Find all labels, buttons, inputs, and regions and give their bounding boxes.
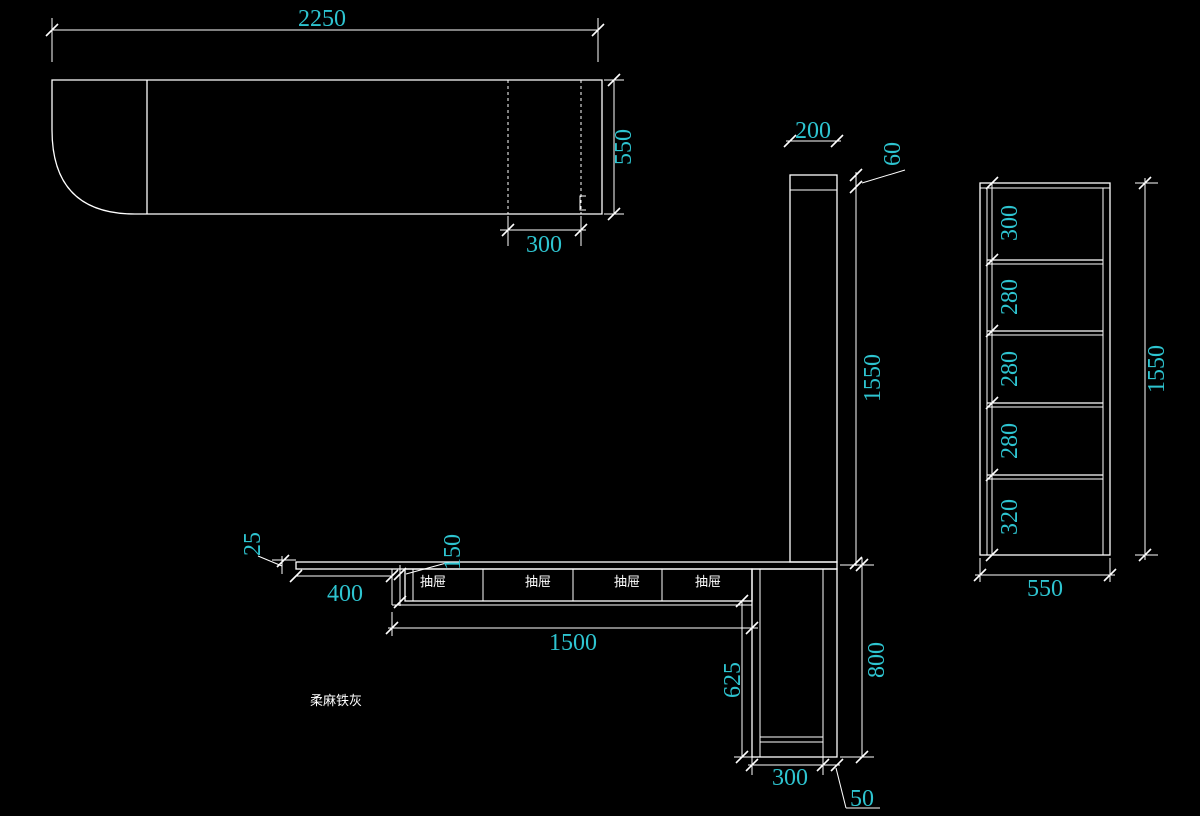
dim-label-300-plan: 300 — [526, 232, 562, 258]
drawer-label: 抽屉 — [525, 575, 551, 590]
dim-60: 60 — [849, 142, 906, 194]
shelf-dim-label: 280 — [997, 279, 1023, 315]
dim-25: 25 — [240, 532, 296, 574]
material-note: 柔麻铁灰 — [310, 694, 362, 709]
dim-label-1500: 1500 — [549, 630, 597, 656]
dim-625: 625 — [720, 594, 752, 764]
dim-1550-side: 1550 — [1135, 176, 1170, 562]
desk-top — [295, 561, 838, 570]
drawer-label: 抽屉 — [614, 575, 640, 590]
drawer-label: 抽屉 — [695, 575, 721, 590]
dim-label-1550-side: 1550 — [1144, 345, 1170, 393]
shelf-dim-label: 320 — [997, 499, 1023, 535]
dim-label-50: 50 — [850, 786, 874, 812]
dim-300-plan: 300 — [500, 216, 588, 258]
dim-1550-front: 1550 — [849, 190, 886, 570]
dim-label-1550-front: 1550 — [860, 354, 886, 402]
plan-outline — [51, 79, 603, 215]
dim-550-plan: 550 — [604, 73, 637, 221]
dim-1500: 1500 — [385, 608, 759, 656]
dim-400: 400 — [289, 569, 399, 607]
tall-column — [789, 174, 838, 563]
dim-label-550-side: 550 — [1027, 576, 1063, 602]
dim-label-200: 200 — [795, 118, 831, 144]
base-cabinet — [751, 568, 838, 758]
shelf-dim-label: 280 — [997, 351, 1023, 387]
drawer-row: 抽屉 抽屉 抽屉 抽屉 — [391, 568, 753, 606]
dim-label-150: 150 — [440, 534, 466, 570]
plan-small-mark — [579, 195, 586, 211]
shelf-unit-outline — [979, 182, 1111, 556]
dim-300-base: 300 — [745, 757, 830, 791]
dim-2250: 2250 — [45, 6, 605, 62]
dim-label-800: 800 — [864, 642, 890, 678]
plan-view: 2250 550 300 — [45, 6, 637, 258]
dim-50: 50 — [823, 758, 880, 812]
drawer-label: 抽屉 — [420, 575, 446, 590]
front-elevation: 抽屉 抽屉 抽屉 抽屉 200 60 — [240, 118, 906, 812]
dim-800: 800 — [840, 558, 890, 764]
dim-label-60: 60 — [880, 142, 906, 166]
dim-label-300-base: 300 — [772, 765, 808, 791]
shelf-dim-label: 280 — [997, 423, 1023, 459]
dim-label-625: 625 — [720, 662, 746, 698]
dim-150: 150 — [393, 534, 466, 609]
dim-label-400: 400 — [327, 581, 363, 607]
dim-200: 200 — [783, 118, 844, 148]
dim-label-25: 25 — [240, 532, 266, 556]
dim-550-side: 550 — [973, 558, 1117, 602]
dim-label-2250: 2250 — [298, 6, 346, 32]
shelf-dim-label: 300 — [997, 205, 1023, 241]
dim-label-550-plan: 550 — [611, 129, 637, 165]
side-elevation: 300 280 280 280 320 1550 550 — [973, 176, 1170, 602]
